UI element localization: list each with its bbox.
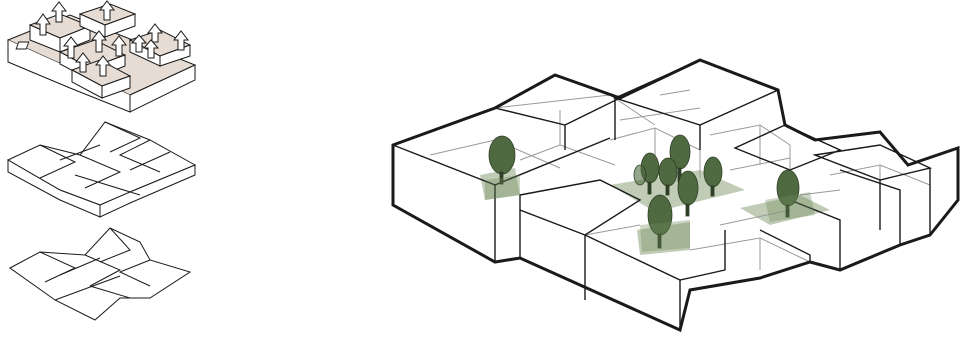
arrow-icon [50, 1, 68, 23]
arrow-icon [142, 39, 160, 59]
partition-line [74, 174, 141, 196]
tree-icon [669, 134, 691, 183]
partition-line [118, 139, 161, 173]
tree-icon [703, 156, 723, 197]
block-b-side [104, 13, 136, 38]
courtyard-plane [637, 222, 690, 255]
plan-line [59, 257, 101, 276]
partition-line [129, 151, 171, 171]
tree-icon [633, 164, 647, 186]
plan-line [39, 251, 77, 283]
plan-outline [9, 227, 192, 321]
arrow-icon [110, 35, 128, 57]
partition-line [59, 144, 101, 161]
main-axonometric [391, 58, 960, 333]
arrow-icon [94, 55, 112, 77]
stage-extruded-base [6, 121, 197, 218]
primary-edges [392, 59, 933, 330]
trees [488, 134, 800, 249]
block-e-side [101, 75, 131, 99]
plan-line [99, 227, 131, 263]
arrow-icon [98, 0, 116, 21]
base-side-face [129, 64, 196, 113]
plan-line [84, 254, 122, 287]
stage-floor-plan [9, 227, 192, 321]
tree-icon [658, 157, 678, 196]
partition-line [39, 144, 77, 179]
arrow-icon [130, 34, 148, 53]
plan-line [54, 275, 121, 301]
courtyard-plane [740, 195, 830, 225]
tree-icon [647, 194, 673, 249]
tree-shadows [485, 175, 815, 252]
arrow-icon [35, 13, 51, 36]
arrow-icon [74, 52, 92, 73]
opening [15, 41, 30, 50]
tree-icon [776, 169, 800, 218]
plan-line [89, 285, 131, 299]
base-top [6, 121, 197, 206]
partition-line [104, 121, 142, 153]
tree-icon [677, 170, 699, 217]
arrow-icon [146, 23, 164, 43]
arrow-icon [90, 30, 108, 53]
partition-line [79, 154, 122, 189]
upward-arrows [35, 0, 190, 77]
arrow-icon [62, 36, 80, 59]
arrow-icon [172, 30, 190, 51]
plan-line [118, 259, 151, 287]
tree-icon [488, 135, 516, 185]
